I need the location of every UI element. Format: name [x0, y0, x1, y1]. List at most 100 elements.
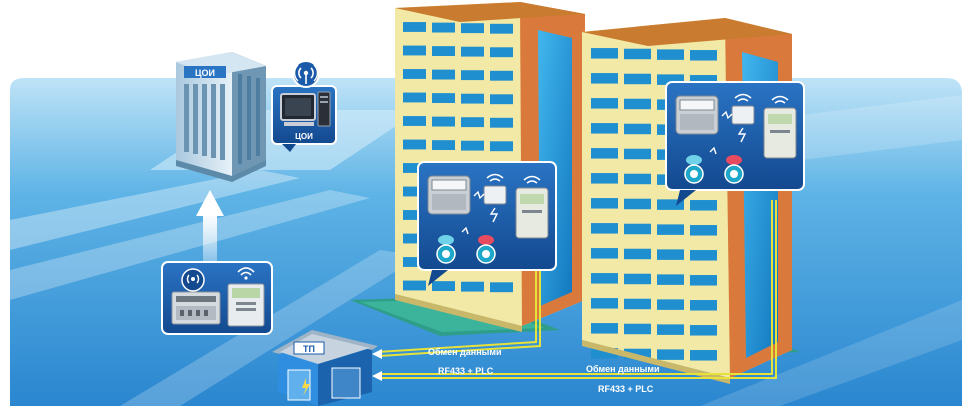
window: [591, 323, 618, 334]
window: [461, 70, 484, 81]
window: [657, 199, 684, 210]
window: [624, 298, 651, 310]
hq-workstation-panel: ЦОИ: [271, 85, 337, 152]
data-links: [377, 200, 777, 379]
window: [591, 348, 618, 359]
window: [591, 248, 618, 259]
window: [403, 233, 426, 244]
window: [624, 348, 651, 360]
window: [591, 73, 618, 84]
window: [624, 273, 651, 285]
window: [461, 117, 484, 128]
window: [591, 123, 618, 134]
window: [591, 273, 618, 284]
window: [690, 275, 717, 286]
window: [591, 173, 618, 184]
window: [690, 325, 717, 336]
window: [403, 186, 426, 197]
window: [690, 200, 717, 211]
window: [490, 94, 513, 105]
window: [657, 324, 684, 335]
link-label-protocol-far: RF433 + PLC: [598, 384, 654, 394]
window: [591, 298, 618, 309]
window: [490, 141, 513, 152]
window: [403, 45, 426, 56]
window: [624, 73, 651, 85]
window: [403, 92, 426, 103]
window: [690, 225, 717, 236]
substation-sign: ТП: [303, 344, 315, 354]
window: [403, 139, 426, 150]
link-label-exchange-far: Обмен данными: [586, 364, 660, 374]
window: [657, 74, 684, 85]
window: [490, 117, 513, 128]
window: [690, 50, 717, 61]
meter-panel-building-2: [665, 81, 805, 206]
window: [657, 249, 684, 260]
window: [461, 93, 484, 104]
window: [432, 93, 455, 104]
window: [591, 198, 618, 209]
window: [690, 300, 717, 311]
window: [461, 281, 484, 292]
window: [403, 69, 426, 79]
window: [432, 140, 455, 151]
link-label-protocol-near: RF433 + PLC: [438, 366, 494, 376]
window: [403, 257, 426, 267]
window: [624, 48, 651, 60]
window: [403, 280, 426, 291]
window: [624, 248, 651, 260]
wifi-icon: [523, 175, 541, 184]
window: [657, 299, 684, 310]
window: [657, 49, 684, 60]
window: [624, 148, 651, 160]
window: [490, 47, 513, 58]
window: [403, 210, 426, 220]
hq-monitor-caption: ЦОИ: [295, 132, 313, 141]
window: [432, 69, 455, 80]
wifi-icon: [771, 95, 789, 104]
window: [591, 98, 618, 109]
window: [432, 46, 455, 57]
headquarters-building: ЦОИ: [176, 52, 266, 182]
uplink-arrow: [196, 190, 224, 270]
window: [624, 173, 651, 185]
window: [403, 163, 426, 173]
arrow-head-icon: [372, 371, 382, 381]
window: [657, 224, 684, 235]
window: [591, 148, 618, 159]
window: [624, 98, 651, 110]
window: [432, 116, 455, 127]
lightning-icon: [302, 378, 310, 396]
link-label-exchange-near: Обмен данными: [428, 347, 502, 357]
window: [461, 23, 484, 34]
window: [624, 223, 651, 235]
window: [657, 274, 684, 285]
window: [657, 349, 684, 360]
substation-equipment-panel: [161, 261, 273, 335]
wifi-icon: [486, 173, 504, 182]
apartment-building-2: [582, 18, 792, 384]
window: [690, 75, 717, 86]
window: [432, 22, 455, 33]
hq-sign-label: ЦОИ: [195, 68, 215, 78]
wifi-icon: [734, 93, 752, 102]
window: [403, 22, 426, 32]
wifi-icon: [237, 267, 255, 280]
arrow-head-icon: [372, 349, 382, 359]
window: [624, 323, 651, 335]
meter-panel-building-1: [417, 161, 557, 286]
window: [403, 116, 426, 126]
window: [624, 123, 651, 135]
window: [461, 140, 484, 151]
window: [490, 70, 513, 81]
window: [490, 282, 513, 293]
window: [432, 281, 455, 292]
window: [690, 250, 717, 261]
transformer-substation: ТП: [272, 330, 378, 406]
window: [591, 223, 618, 234]
window: [461, 46, 484, 57]
window: [624, 198, 651, 210]
